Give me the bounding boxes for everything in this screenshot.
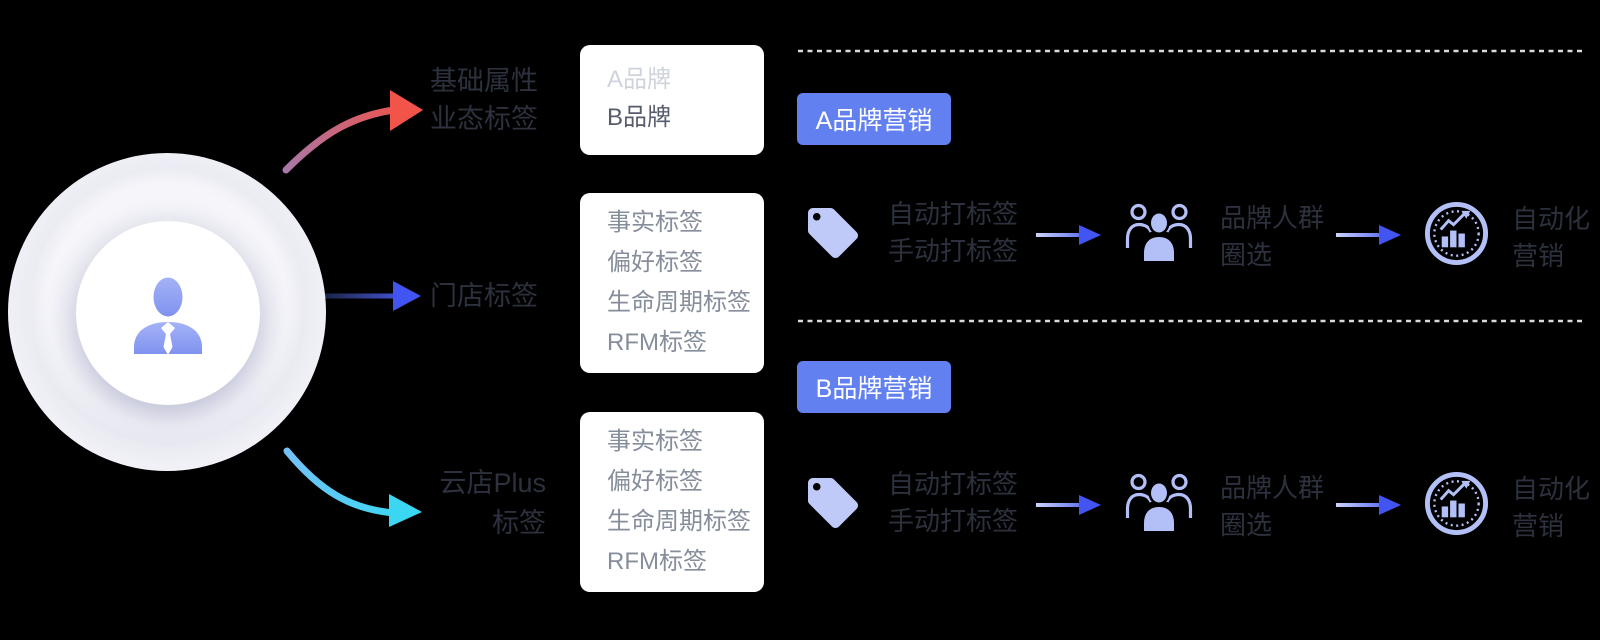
marketing-line: 自动化 [1512,474,1591,504]
brand-box: A品牌 B品牌 [580,45,764,155]
flow-arrow-2b [1336,495,1401,515]
chart-growth-icon [1423,200,1490,267]
label-cloud-plus-tags: 云店Plus 标签 [420,463,546,543]
marketing-line: 自动化 [1512,204,1591,234]
tagging-text: 自动打标签 手动打标签 [888,196,1018,270]
tie-shape [161,322,175,355]
brand-item-b: B品牌 [607,104,672,131]
brand-b-marketing-button[interactable]: B品牌营销 [797,361,951,413]
people-group-icon [1125,469,1193,531]
store-tag-box: 事实标签 偏好标签 生命周期标签 RFM标签 [580,193,764,373]
flow-arrow-1b [1036,495,1101,515]
cloud-tag-box: 事实标签 偏好标签 生命周期标签 RFM标签 [580,412,764,592]
label-line: 标签 [492,508,546,538]
tag-type-item: 事实标签 [607,209,703,236]
brand-a-marketing-button[interactable]: A品牌营销 [797,93,951,145]
tagging-text: 自动打标签 手动打标签 [888,466,1018,540]
tagging-line: 手动打标签 [888,506,1019,536]
tag-type-item: RFM标签 [607,548,707,575]
tagging-line: 自动打标签 [888,469,1019,499]
audience-text: 品牌人群 圈选 [1220,200,1324,274]
flow-arrow-2a [1336,225,1401,245]
label-basic-attribute-tags: 基础属性 业态标签 [420,62,548,138]
people-group-icon [1125,199,1193,261]
marketing-line: 营销 [1512,511,1565,541]
brand-item-a: A品牌 [607,66,672,93]
label-line: 业态标签 [430,104,538,134]
tag-type-item: 生命周期标签 [607,508,751,535]
audience-text: 品牌人群 圈选 [1220,470,1324,544]
chart-growth-icon [1423,470,1490,537]
arrow-red-curve [282,90,423,174]
arrow-cyan-curve [283,447,422,527]
user-icon [134,277,202,355]
tag-type-item: 偏好标签 [607,468,703,495]
audience-line: 品牌人群 [1220,203,1325,233]
label-line: 基础属性 [430,66,538,96]
tag-type-item: 生命周期标签 [607,289,751,316]
label-line: 云店Plus [439,468,546,498]
tagging-line: 自动打标签 [888,199,1019,229]
tag-icon [803,472,863,534]
marketing-text: 自动化 营销 [1512,471,1590,545]
tag-type-item: 事实标签 [607,428,703,455]
label-store-tags: 门店标签 [430,281,538,311]
audience-line: 圈选 [1220,240,1273,270]
tag-type-item: RFM标签 [607,329,707,356]
marketing-line: 营销 [1512,241,1565,271]
tag-icon [803,202,863,264]
audience-line: 品牌人群 [1220,473,1325,503]
flow-arrow-1a [1036,225,1101,245]
tagging-line: 手动打标签 [888,236,1019,266]
tag-type-item: 偏好标签 [607,249,703,276]
marketing-text: 自动化 营销 [1512,201,1590,275]
audience-line: 圈选 [1220,510,1273,540]
